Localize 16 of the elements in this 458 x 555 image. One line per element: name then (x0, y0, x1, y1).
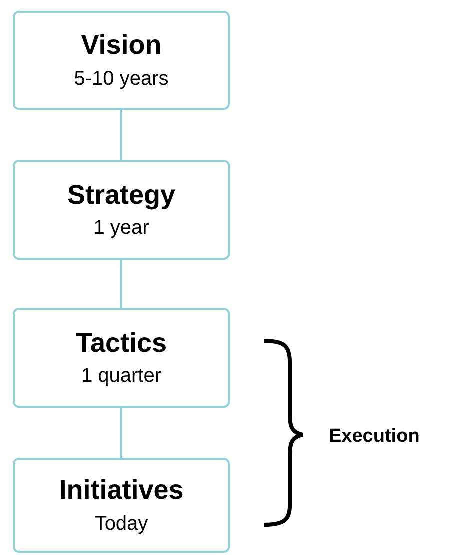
connector-line (120, 408, 122, 458)
connector-line (120, 260, 122, 308)
stage-title: Vision (81, 29, 162, 62)
stage-box (13, 458, 230, 553)
stage-timeframe: 5-10 years (74, 66, 169, 92)
stage-title: Strategy (67, 178, 176, 212)
brace-label: Execution (329, 425, 420, 449)
stage-box (13, 11, 230, 110)
stage-box (13, 308, 230, 408)
stage-timeframe: 1 year (94, 216, 150, 242)
stage-timeframe: 1 quarter (81, 364, 162, 390)
stage-timeframe: Today (94, 512, 148, 537)
stage-title: Initiatives (59, 474, 184, 508)
connector-line (120, 110, 122, 160)
stage-box (13, 160, 230, 260)
stage-title: Tactics (76, 326, 168, 360)
